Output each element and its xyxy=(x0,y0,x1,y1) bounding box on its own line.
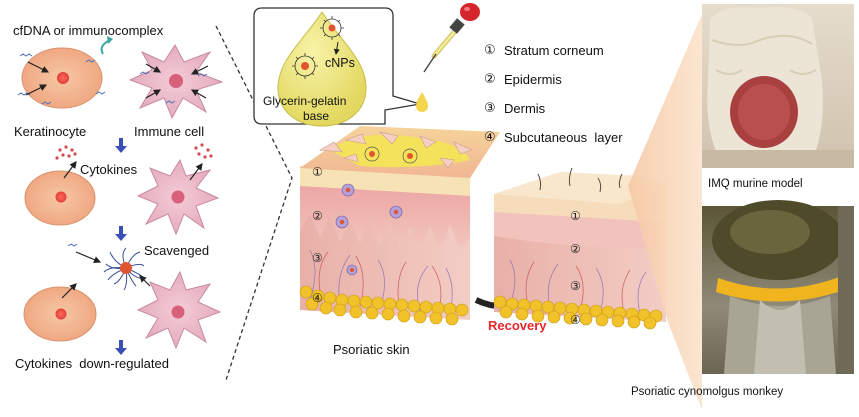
keratinocyte-cell-2 xyxy=(24,170,96,226)
label-keratinocyte: Keratinocyte xyxy=(14,124,87,139)
immune-cell-2 xyxy=(136,158,220,236)
psoriatic-layer-numbers: ① ② ③ ④ xyxy=(312,165,323,305)
scavenger-nanoparticle xyxy=(103,247,145,291)
svg-text:③: ③ xyxy=(312,251,323,265)
svg-text:④: ④ xyxy=(570,313,581,327)
legend-num-1: ① xyxy=(484,43,496,58)
falling-drop xyxy=(416,92,428,112)
keratinocyte-cell xyxy=(21,47,103,109)
down-arrow-2 xyxy=(115,226,127,241)
cytokine-dots xyxy=(55,143,213,160)
down-arrow-1 xyxy=(115,138,127,153)
label-cynomolgus-monkey: Psoriatic cynomolgus monkey xyxy=(631,386,784,398)
svg-text:①: ① xyxy=(312,165,323,179)
label-imq-murine: IMQ murine model xyxy=(708,178,803,190)
legend-label-1: Stratum corneum xyxy=(504,43,604,58)
svg-text:②: ② xyxy=(312,209,323,223)
label-base-line1: Glycerin-gelatin xyxy=(263,94,347,108)
label-recovery: Recovery xyxy=(488,318,547,333)
legend-label-4: Subcutaneous layer xyxy=(504,130,623,145)
monkey-photo xyxy=(702,200,854,374)
dashed-separator xyxy=(215,25,293,381)
label-scavenged: Scavenged xyxy=(144,243,210,258)
title-cfdna: cfDNA or immunocomplex xyxy=(13,23,164,38)
cnp-particle-2 xyxy=(292,53,318,79)
immune-cell xyxy=(128,44,224,120)
legend-num-3: ③ xyxy=(484,101,496,116)
down-arrow-3 xyxy=(115,340,127,355)
label-cytokines: Cytokines xyxy=(80,162,138,177)
cnp-particle-1 xyxy=(320,16,344,40)
label-cytokines-down: Cytokines down-regulated xyxy=(15,356,169,371)
fat-layer xyxy=(299,285,469,326)
keratinocyte-cell-3 xyxy=(23,286,97,342)
legend-label-3: Dermis xyxy=(504,101,546,116)
label-base-line2: base xyxy=(303,109,330,123)
projection-band xyxy=(628,14,702,410)
svg-text:④: ④ xyxy=(312,291,323,305)
legend-label-2: Epidermis xyxy=(504,72,562,87)
label-cnps: cNPs xyxy=(325,56,355,70)
label-immune-cell: Immune cell xyxy=(134,124,205,139)
yellow-droplet-large xyxy=(277,11,367,127)
legend-num-2: ② xyxy=(484,72,496,87)
label-psoriatic-skin: Psoriatic skin xyxy=(333,342,410,357)
svg-text:③: ③ xyxy=(570,279,581,293)
pipette xyxy=(423,3,480,73)
svg-text:②: ② xyxy=(570,242,581,256)
murine-photo xyxy=(702,4,854,168)
immune-cell-3 xyxy=(136,270,222,350)
healthy-layer-numbers: ① ② ③ ④ xyxy=(570,209,581,327)
svg-text:①: ① xyxy=(570,209,581,223)
legend-num-4: ④ xyxy=(484,130,496,145)
